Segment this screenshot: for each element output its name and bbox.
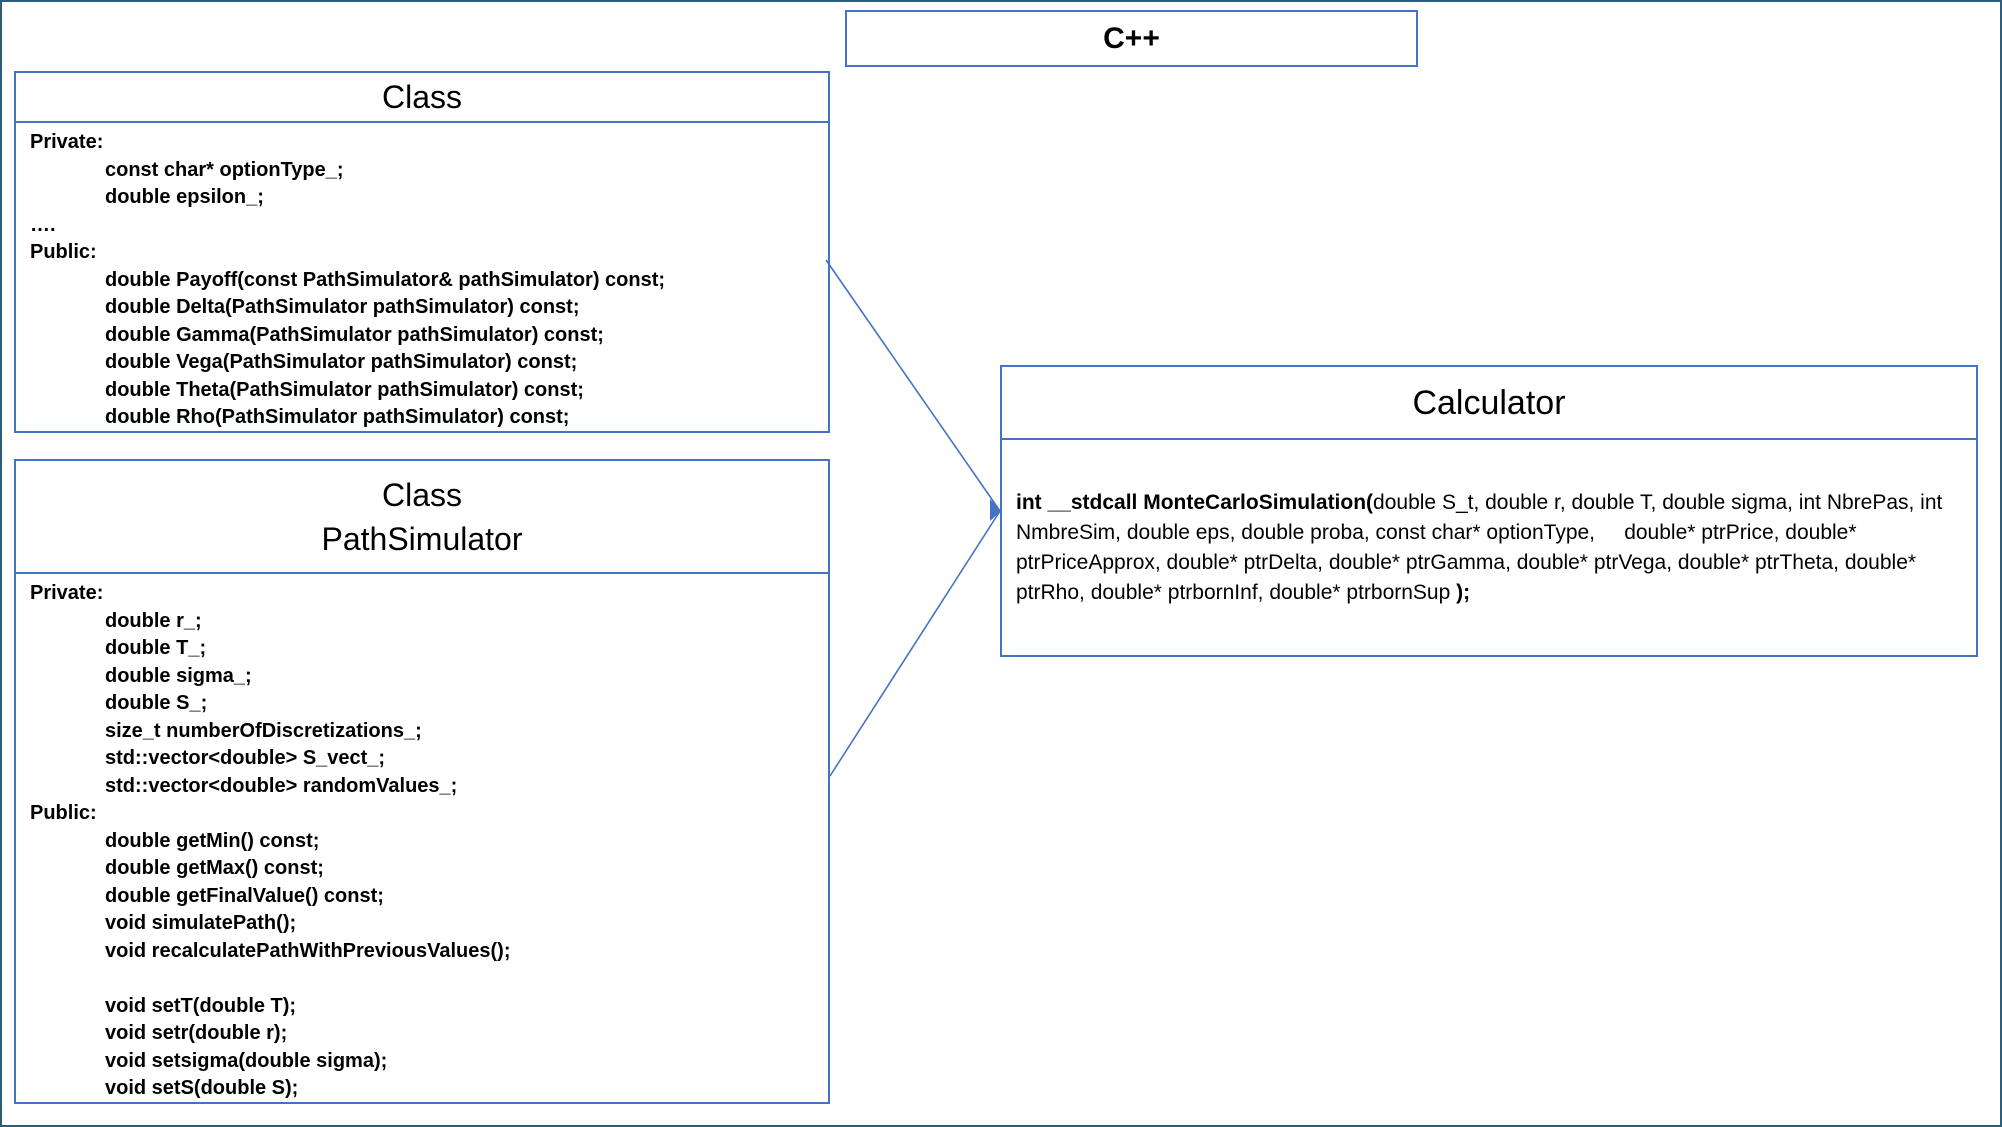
pathsimulator-class-title-line2: PathSimulator: [321, 520, 523, 557]
pathsimulator-class-header: Class PathSimulator: [16, 461, 828, 574]
calculator-header: Calculator: [1002, 367, 1976, 440]
method: void recalculatePathWithPreviousValues()…: [105, 939, 511, 962]
calculator-signature: int __stdcall MonteCarloSimulation(doubl…: [1002, 440, 1976, 608]
private-label: Private:: [30, 131, 104, 153]
signature-suffix: );: [1456, 581, 1471, 604]
method: double Theta(PathSimulator pathSimulator…: [105, 378, 584, 401]
member: double epsilon_;: [105, 186, 264, 208]
option-class-header: Class: [16, 73, 828, 123]
member: std::vector<double> randomValues_;: [105, 774, 458, 797]
pathsimulator-class-body: Private: double r_; double T_; double si…: [16, 574, 828, 1103]
member: double T_;: [105, 637, 207, 659]
setter: void setT(double T);: [105, 994, 297, 1017]
setter: void setsigma(double sigma);: [105, 1049, 388, 1072]
method: double getMax() const;: [105, 857, 324, 879]
option-class-body: Private: const char* optionType_; double…: [16, 123, 828, 432]
method: double getMin() const;: [105, 829, 320, 852]
signature-prefix: int __stdcall MonteCarloSimulation(: [1016, 491, 1374, 514]
method: void simulatePath();: [105, 912, 297, 934]
method: double Vega(PathSimulator pathSimulator)…: [105, 351, 578, 373]
connector-option-to-calculator: [825, 259, 1001, 512]
member: double sigma_;: [105, 664, 252, 687]
member: double r_;: [105, 609, 202, 632]
method: double Delta(PathSimulator pathSimulator…: [105, 296, 580, 318]
member: std::vector<double> S_vect_;: [105, 747, 386, 769]
method: double Payoff(const PathSimulator& pathS…: [105, 268, 666, 291]
connector-pathsimulator-to-calculator: [829, 510, 1001, 777]
cpp-title: C++: [1103, 21, 1160, 55]
signature-params: double S_t, double r, double T, double s…: [1016, 491, 1943, 544]
member: size_t numberOfDiscretizations_;: [105, 719, 422, 742]
cpp-title-box: C++: [845, 10, 1418, 67]
signature-params-pointers: double* ptrPrice, double* ptrPriceApprox…: [1016, 521, 1917, 604]
method: double getFinalValue() const;: [105, 884, 384, 907]
calculator-box: Calculator int __stdcall MonteCarloSimul…: [1000, 365, 1978, 657]
ellipsis: ….: [30, 213, 56, 236]
option-class-box: Class Private: const char* optionType_; …: [14, 71, 830, 433]
arrowhead-icon: [990, 499, 1001, 521]
member: const char* optionType_;: [105, 158, 344, 181]
pathsimulator-class-title-line1: Class: [381, 476, 462, 513]
calculator-title: Calculator: [1412, 383, 1566, 422]
private-label: Private:: [30, 582, 104, 604]
public-label: Public:: [30, 241, 97, 263]
setter: void setr(double r);: [105, 1022, 288, 1044]
method: double Gamma(PathSimulator pathSimulator…: [105, 323, 604, 346]
setter: void setS(double S);: [105, 1077, 299, 1099]
member: double S_;: [105, 692, 208, 714]
public-label: Public:: [30, 802, 97, 824]
method: double Rho(PathSimulator pathSimulator) …: [105, 406, 570, 428]
option-class-title: Class: [381, 79, 462, 115]
pathsimulator-class-box: Class PathSimulator Private: double r_; …: [14, 459, 830, 1104]
